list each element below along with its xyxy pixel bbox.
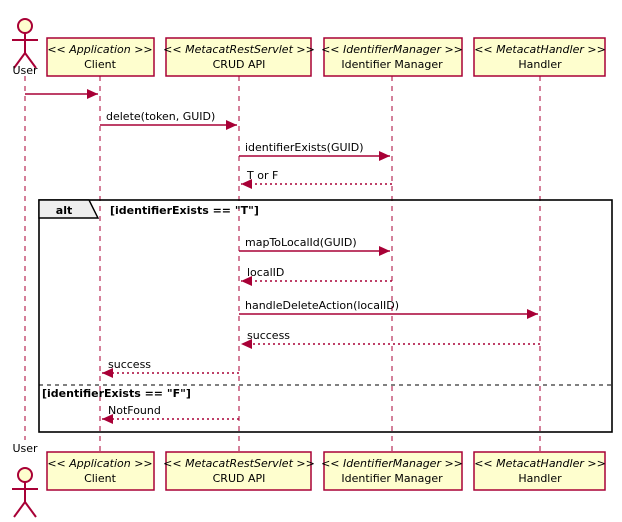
participant-stereotype-idman-bottom: << IdentifierManager >> bbox=[321, 457, 463, 470]
participant-name-client-top: Client bbox=[84, 58, 117, 71]
message-arrowhead-m4 bbox=[379, 246, 390, 256]
participant-box-handler-top[interactable] bbox=[473, 37, 606, 77]
message-arrowhead-m2 bbox=[379, 151, 390, 161]
message-arrowhead-m6 bbox=[527, 309, 538, 319]
participant-box-crud-top[interactable] bbox=[165, 37, 312, 77]
alt-fragment-tab bbox=[38, 199, 100, 219]
message-arrowhead-m3 bbox=[241, 179, 252, 189]
participant-box-idman-bottom[interactable] bbox=[323, 451, 463, 491]
actor-label-top: User bbox=[12, 64, 38, 77]
participant-name-idman-bottom: Identifier Manager bbox=[341, 472, 443, 485]
alt-condition-then: [identifierExists == "T"] bbox=[110, 204, 259, 217]
participant-box-handler-bottom[interactable] bbox=[473, 451, 606, 491]
message-label-m6: handleDeleteAction(localID) bbox=[245, 299, 399, 312]
participant-name-crud-top: CRUD API bbox=[213, 58, 266, 71]
participant-name-crud-bottom: CRUD API bbox=[213, 472, 266, 485]
actor-leg-right-top bbox=[24, 52, 37, 69]
message-label-m3: T or F bbox=[246, 169, 278, 182]
message-label-m9: NotFound bbox=[108, 404, 161, 417]
participant-stereotype-idman-top: << IdentifierManager >> bbox=[321, 43, 463, 56]
participant-name-handler-bottom: Handler bbox=[518, 472, 562, 485]
participant-stereotype-handler-top: << MetacatHandler >> bbox=[474, 43, 606, 56]
message-arrowhead-m8 bbox=[102, 368, 113, 378]
participant-box-idman-top[interactable] bbox=[323, 37, 463, 77]
actor-leg-left-top bbox=[13, 52, 26, 69]
message-arrowhead-m0 bbox=[87, 89, 98, 99]
message-label-m5: localID bbox=[247, 266, 284, 279]
message-label-m8: success bbox=[108, 358, 151, 371]
participant-name-client-bottom: Client bbox=[84, 472, 117, 485]
participant-box-client-bottom[interactable] bbox=[46, 451, 155, 491]
actor-head-bottom bbox=[17, 467, 33, 483]
alt-fragment-operator-label: alt bbox=[56, 204, 72, 217]
participant-stereotype-crud-top: << MetacatRestServlet >> bbox=[163, 43, 315, 56]
participant-box-client-top[interactable] bbox=[46, 37, 155, 77]
message-label-m4: mapToLocalId(GUID) bbox=[245, 236, 357, 249]
participant-stereotype-handler-bottom: << MetacatHandler >> bbox=[474, 457, 606, 470]
message-label-m1: delete(token, GUID) bbox=[106, 110, 215, 123]
message-label-m7: success bbox=[247, 329, 290, 342]
actor-leg-left-bottom bbox=[13, 501, 26, 518]
participant-stereotype-client-bottom: << Application >> bbox=[47, 457, 152, 470]
message-arrowhead-m7 bbox=[241, 339, 252, 349]
participant-box-crud-bottom[interactable] bbox=[165, 451, 312, 491]
message-arrowhead-m9 bbox=[102, 414, 113, 424]
participant-name-idman-top: Identifier Manager bbox=[341, 58, 443, 71]
participant-name-handler-top: Handler bbox=[518, 58, 562, 71]
alt-condition-else: [identifierExists == "F"] bbox=[42, 387, 191, 400]
message-arrowhead-m5 bbox=[241, 276, 252, 286]
participant-stereotype-client-top: << Application >> bbox=[47, 43, 152, 56]
alt-fragment-frame bbox=[38, 199, 613, 433]
message-label-m2: identifierExists(GUID) bbox=[245, 141, 364, 154]
participant-stereotype-crud-bottom: << MetacatRestServlet >> bbox=[163, 457, 315, 470]
actor-label-bottom: User bbox=[12, 442, 38, 455]
message-arrowhead-m1 bbox=[226, 120, 237, 130]
actor-head-top bbox=[17, 18, 33, 34]
actor-leg-right-bottom bbox=[24, 501, 37, 518]
